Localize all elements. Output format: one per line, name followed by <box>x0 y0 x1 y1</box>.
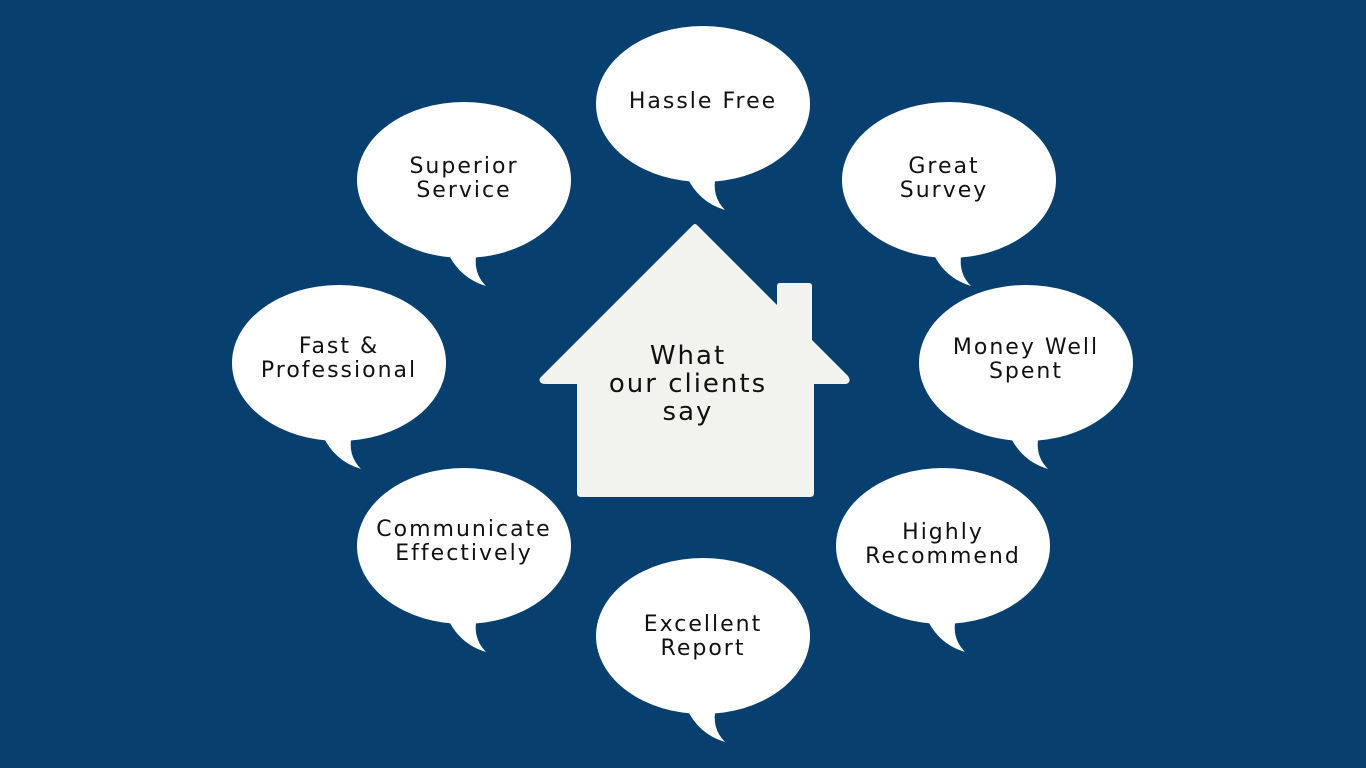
bubble-label-great-survey: Great Survey <box>900 155 989 203</box>
speech-bubble-highly-recommend <box>836 468 1050 652</box>
speech-bubble-communicate-effectively <box>357 468 571 652</box>
bubble-label-line: Great <box>908 154 980 179</box>
bubble-label-excellent-report: Excellent Report <box>644 613 763 661</box>
bubble-label-hassle-free: Hassle Free <box>629 90 777 114</box>
bubble-label-line: Excellent <box>643 612 763 637</box>
bubble-label-line: Fast & <box>298 334 380 359</box>
speech-bubble-excellent-report <box>596 558 810 742</box>
bubble-label-line: Superior <box>409 154 519 179</box>
speech-bubble-superior-service <box>357 102 571 286</box>
house-label-line: say <box>662 397 714 427</box>
bubble-label-highly-recommend: Highly Recommend <box>865 521 1021 569</box>
speech-bubble-fast-professional <box>232 285 446 469</box>
bubble-label-line: Report <box>660 636 746 661</box>
house-label-line: What <box>649 341 727 371</box>
speech-bubble-great-survey <box>842 102 1056 286</box>
house-label: What our clients say <box>609 342 767 426</box>
bubble-label-line: Survey <box>899 178 989 203</box>
bubble-label-fast-professional: Fast & Professional <box>261 335 417 383</box>
bubble-label-superior-service: Superior Service <box>409 155 518 203</box>
bubble-label-line: Recommend <box>865 544 1021 569</box>
bubble-label-line: Hassle Free <box>628 89 778 114</box>
house-icon <box>539 224 850 497</box>
bubble-label-money-well-spent: Money Well Spent <box>953 336 1099 384</box>
bubble-label-communicate-effectively: Communicate Effectively <box>376 518 551 566</box>
bubble-label-line: Highly <box>902 520 984 545</box>
speech-bubble-money-well-spent <box>919 285 1133 469</box>
speech-bubble-hassle-free <box>596 26 810 210</box>
bubble-label-line: Communicate <box>376 517 552 542</box>
bubble-label-line: Money Well <box>952 335 1100 360</box>
bubble-label-line: Effectively <box>395 541 533 566</box>
bubble-label-line: Spent <box>988 359 1064 384</box>
bubble-label-line: Professional <box>260 358 418 383</box>
house-label-line: our clients <box>608 369 768 399</box>
bubble-label-line: Service <box>416 178 512 203</box>
